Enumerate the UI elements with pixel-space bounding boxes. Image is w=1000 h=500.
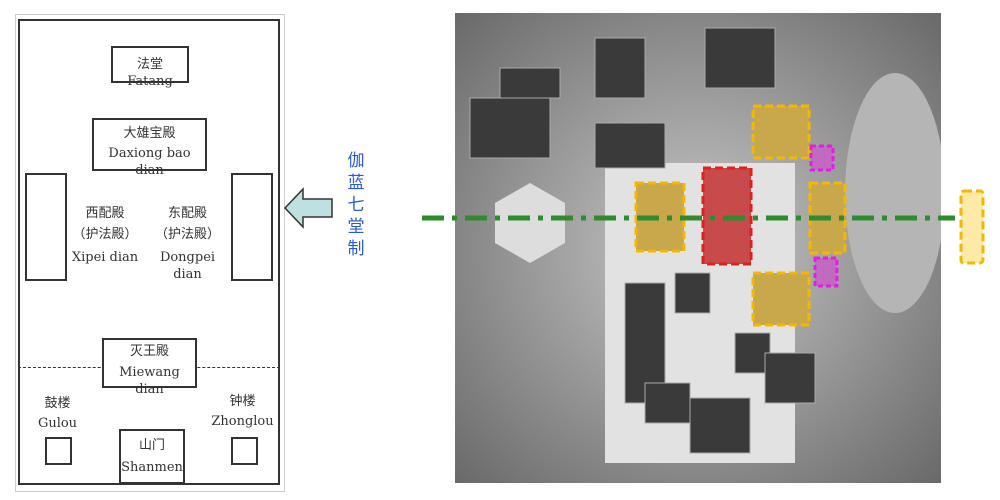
fatang-box: 法堂 Fatang [111, 46, 189, 89]
gulou-cn: 鼓楼 [44, 396, 71, 411]
miewang-cn: 灭王殿 [129, 344, 169, 359]
xipei-en: Xipei dian [71, 250, 139, 265]
dongpei-building [231, 173, 273, 281]
heavenly-king-hall-highlight [751, 271, 811, 327]
pond [845, 73, 941, 313]
dongpei-cn: 东配殿 [167, 206, 207, 221]
dongpei-sub: （护法殿） [154, 227, 220, 242]
fatang-label: 法堂 Fatang [127, 57, 173, 89]
dongpei-en: Dongpei dian [159, 250, 216, 282]
temple-compound-outline [18, 19, 280, 485]
miewang-box: 灭王殿 Miewang dian [102, 338, 197, 397]
pavilion-highlight [809, 144, 835, 172]
daxiong-cn: 大雄宝殿 [123, 126, 176, 141]
pavilion-highlight [813, 256, 839, 288]
shanmen-box: 山门 Shanmen [119, 429, 185, 484]
shanmen-cn: 山门 [138, 438, 165, 453]
xipei-cn: 西配殿 [85, 206, 125, 221]
daxiong-box: 大雄宝殿 Daxiong bao dian [92, 118, 207, 178]
gulou-en: Gulou [37, 416, 78, 431]
xipei-sub: （护法殿） [72, 227, 138, 242]
arrow-label: 伽蓝七堂制 [347, 151, 365, 259]
octagon-plaza [495, 183, 565, 263]
miewang-en: Miewang dian [119, 365, 180, 397]
zhonglou-en: Zhonglou [211, 414, 274, 429]
daxiong-en: Daxiong bao dian [108, 146, 191, 178]
zhonglou-building [231, 437, 258, 465]
left-arrow-icon [283, 187, 333, 229]
shanmen-en: Shanmen [121, 460, 183, 475]
offsite-hall-highlight [959, 189, 985, 265]
zhonglou-cn: 钟楼 [229, 394, 256, 409]
gulou-building [45, 437, 72, 465]
axis-line [422, 189, 985, 265]
dharma-hall-highlight [751, 104, 811, 160]
xipei-building [25, 173, 67, 281]
temple-layout-diagram [15, 14, 285, 492]
